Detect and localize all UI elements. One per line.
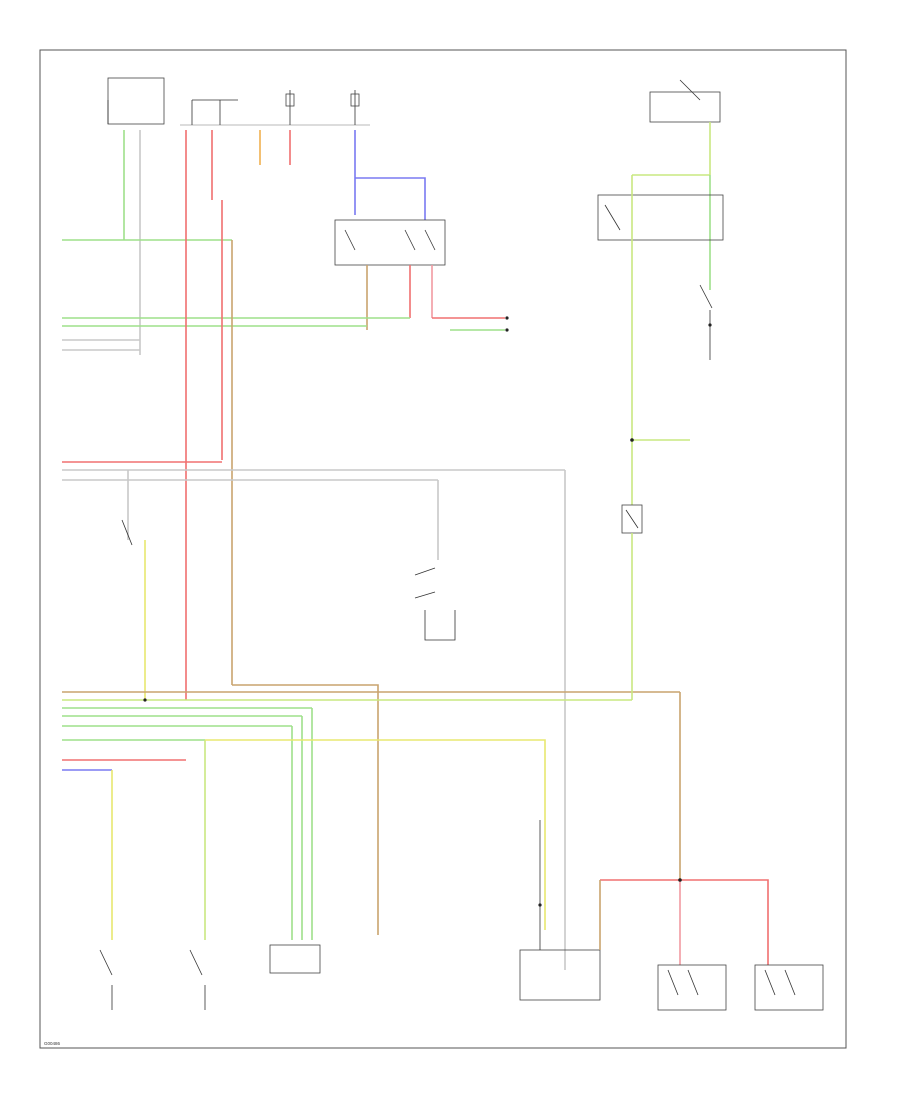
diagram-line bbox=[625, 509, 639, 529]
page-code: G00486 bbox=[44, 1041, 61, 1046]
diagram-line bbox=[667, 969, 679, 996]
diagram-line bbox=[424, 610, 456, 641]
splice-dot bbox=[143, 698, 147, 702]
splice-dot bbox=[538, 903, 542, 907]
top-right-relay bbox=[649, 91, 721, 123]
combination-switch bbox=[334, 219, 446, 266]
diagram-line bbox=[784, 969, 796, 996]
diagram-line bbox=[414, 567, 436, 576]
diagram-frame bbox=[39, 49, 847, 1049]
diagram-line bbox=[764, 969, 776, 996]
computer-unit-box bbox=[519, 949, 601, 1001]
diagram-line bbox=[424, 229, 436, 251]
splice-dot bbox=[678, 878, 682, 882]
top-left-module bbox=[107, 77, 165, 125]
control-unit-right bbox=[597, 194, 724, 241]
diagram-line bbox=[99, 949, 113, 976]
diagram-line bbox=[699, 284, 713, 309]
diagram-line bbox=[404, 229, 416, 251]
wire-segment bbox=[355, 177, 426, 220]
diagram-line bbox=[604, 204, 621, 231]
splice-dot bbox=[630, 438, 634, 442]
wire-segment bbox=[232, 684, 379, 935]
wire-segment bbox=[205, 739, 546, 930]
diagram-line bbox=[121, 519, 133, 546]
splice-dot bbox=[708, 323, 712, 327]
solenoid-left-box bbox=[657, 964, 727, 1011]
splice-dot bbox=[505, 328, 509, 332]
solenoid-right-box bbox=[754, 964, 824, 1011]
diagram-line bbox=[189, 949, 203, 976]
diagram-line bbox=[687, 969, 699, 996]
diagram-line bbox=[344, 229, 356, 251]
fuse-2 bbox=[350, 93, 360, 107]
speed-sensor-box bbox=[269, 944, 321, 974]
diagram-line bbox=[414, 591, 436, 599]
fuse-1 bbox=[285, 93, 295, 107]
diagram-line bbox=[679, 79, 701, 101]
wire-segment bbox=[600, 879, 769, 965]
splice-dot bbox=[505, 316, 509, 320]
